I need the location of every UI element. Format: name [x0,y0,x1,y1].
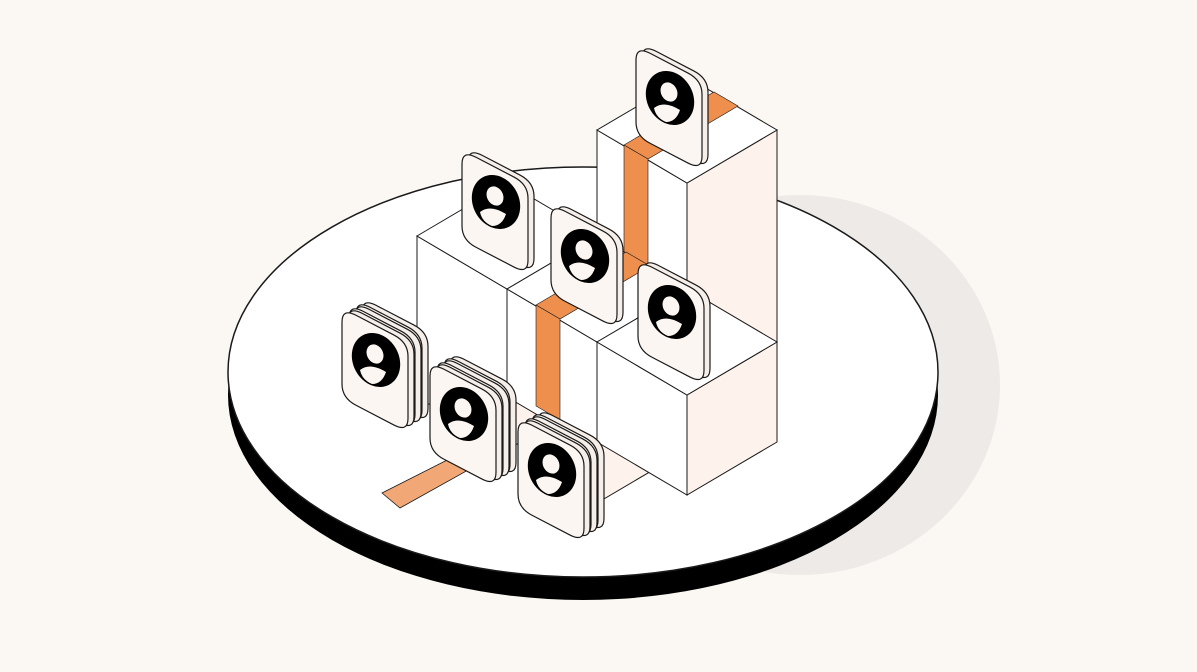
user-avatar-icon [645,71,695,125]
user-avatar-icon [647,285,697,339]
user-avatar-stack-icon [351,333,401,387]
user-tile-mid [550,206,624,325]
block-mid-path-front [535,304,561,421]
user-avatar-stack-icon [527,443,577,497]
user-tiles [341,48,711,539]
user-stack-left [341,302,429,429]
user-avatar-icon [471,175,521,229]
user-tile-high [635,48,709,167]
user-tile-front [637,262,711,381]
user-stack-center [429,356,517,483]
user-avatar-stack-icon [439,387,489,441]
user-tile-low [461,152,535,271]
user-avatar-icon [560,229,610,283]
user-stack-right [517,412,605,539]
